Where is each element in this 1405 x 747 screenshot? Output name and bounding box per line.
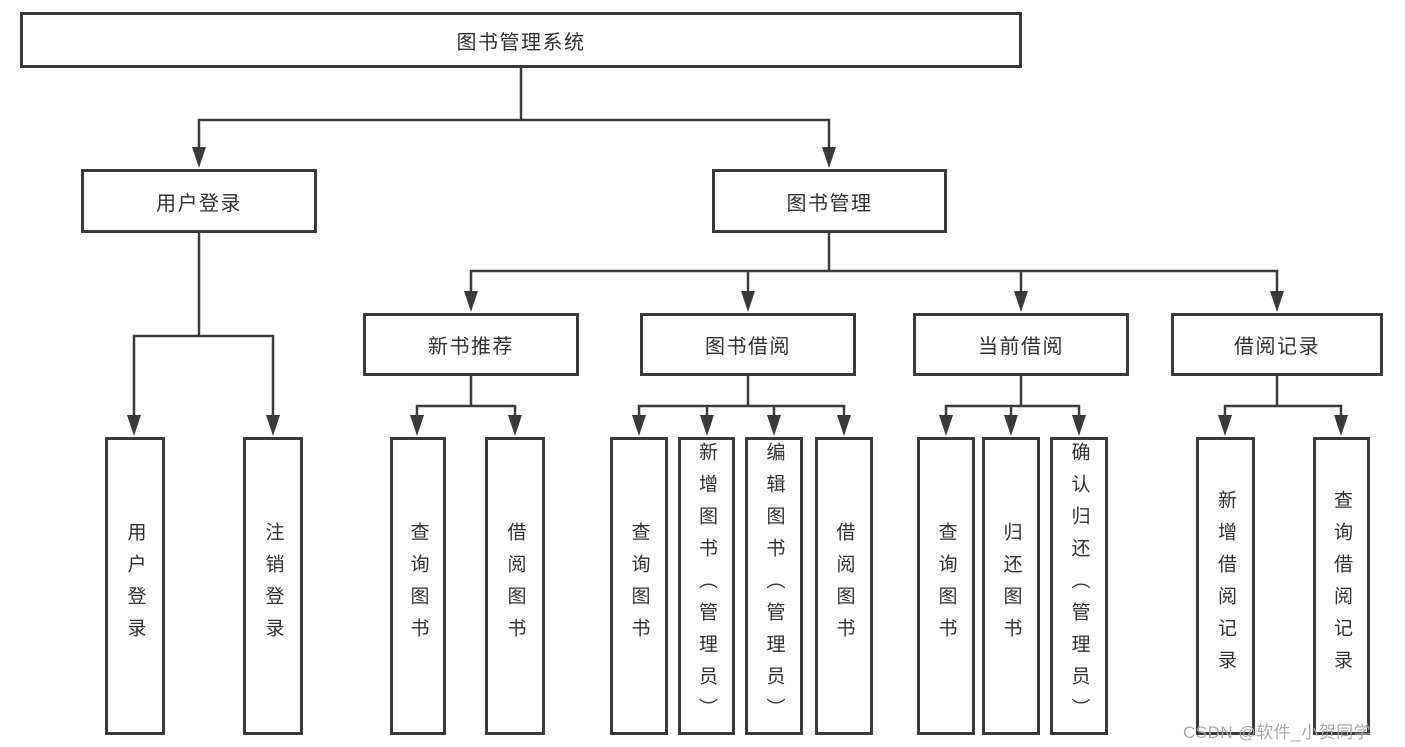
leaf-edit-books-admin: 编辑图书（管理员） — [745, 437, 803, 735]
node-book-management-label: 图书管理 — [786, 192, 873, 215]
leaf-add-borrow-record: 新增借阅记录 — [1196, 437, 1255, 735]
node-root-label: 图书管理系统 — [456, 31, 586, 54]
leaf-edit-books-admin-label: 编辑图书（管理员） — [763, 442, 785, 730]
connector-borrow-records-branch — [1218, 374, 1348, 436]
leaf-logout-label: 注销登录 — [262, 522, 284, 650]
connector-current-borrow-branch — [939, 374, 1086, 436]
leaf-return-books: 归还图书 — [982, 437, 1040, 735]
node-root: 图书管理系统 — [20, 12, 1022, 68]
leaf-confirm-return-admin-label: 确认归还（管理员） — [1068, 442, 1090, 730]
leaf-query-books-borrow: 查询图书 — [610, 437, 668, 735]
node-borrow-records-label: 借阅记录 — [1234, 336, 1320, 358]
leaf-add-borrow-record-label: 新增借阅记录 — [1215, 490, 1236, 682]
leaf-query-books-recommend-label: 查询图书 — [407, 522, 429, 650]
node-user-login: 用户登录 — [81, 169, 317, 233]
leaf-query-books-recommend: 查询图书 — [390, 437, 446, 735]
node-book-borrow: 图书借阅 — [640, 313, 856, 376]
csdn-watermark: CSDN @软件_小贺同学 — [1183, 723, 1372, 742]
leaf-user-login: 用户登录 — [105, 437, 165, 735]
node-new-book-recommend: 新书推荐 — [363, 313, 579, 376]
node-current-borrow: 当前借阅 — [913, 313, 1129, 376]
node-user-login-label: 用户登录 — [156, 192, 242, 215]
leaf-add-books-admin-label: 新增图书（管理员） — [696, 442, 717, 730]
leaf-query-borrow-record: 查询借阅记录 — [1313, 437, 1370, 735]
leaf-query-borrow-record-label: 查询借阅记录 — [1331, 490, 1352, 682]
leaf-confirm-return-admin: 确认归还（管理员） — [1050, 437, 1108, 735]
leaf-logout: 注销登录 — [243, 437, 303, 735]
leaf-borrow-books-recommend: 借阅图书 — [485, 437, 545, 735]
node-borrow-records: 借阅记录 — [1171, 313, 1383, 376]
leaf-query-books-current: 查询图书 — [917, 437, 975, 735]
leaf-borrow-books-recommend-label: 借阅图书 — [504, 522, 526, 650]
node-new-book-recommend-label: 新书推荐 — [428, 336, 514, 358]
leaf-add-books-admin: 新增图书（管理员） — [678, 437, 735, 735]
node-book-management: 图书管理 — [712, 169, 947, 233]
connector-book-management-branch — [464, 231, 1284, 312]
leaf-query-books-current-label: 查询图书 — [935, 522, 957, 650]
node-current-borrow-label: 当前借阅 — [978, 336, 1064, 358]
connector-book-borrow-branch — [632, 374, 851, 436]
connector-user-login-branch — [127, 231, 280, 436]
leaf-query-books-borrow-label: 查询图书 — [628, 522, 650, 650]
connector-new-book-branch — [410, 374, 522, 436]
leaf-user-login-label: 用户登录 — [124, 522, 146, 650]
connector-root-to-level2 — [192, 66, 836, 168]
leaf-return-books-label: 归还图书 — [1000, 522, 1022, 650]
leaf-borrow-books: 借阅图书 — [815, 437, 873, 735]
leaf-borrow-books-label: 借阅图书 — [833, 522, 855, 650]
node-book-borrow-label: 图书借阅 — [705, 336, 791, 358]
